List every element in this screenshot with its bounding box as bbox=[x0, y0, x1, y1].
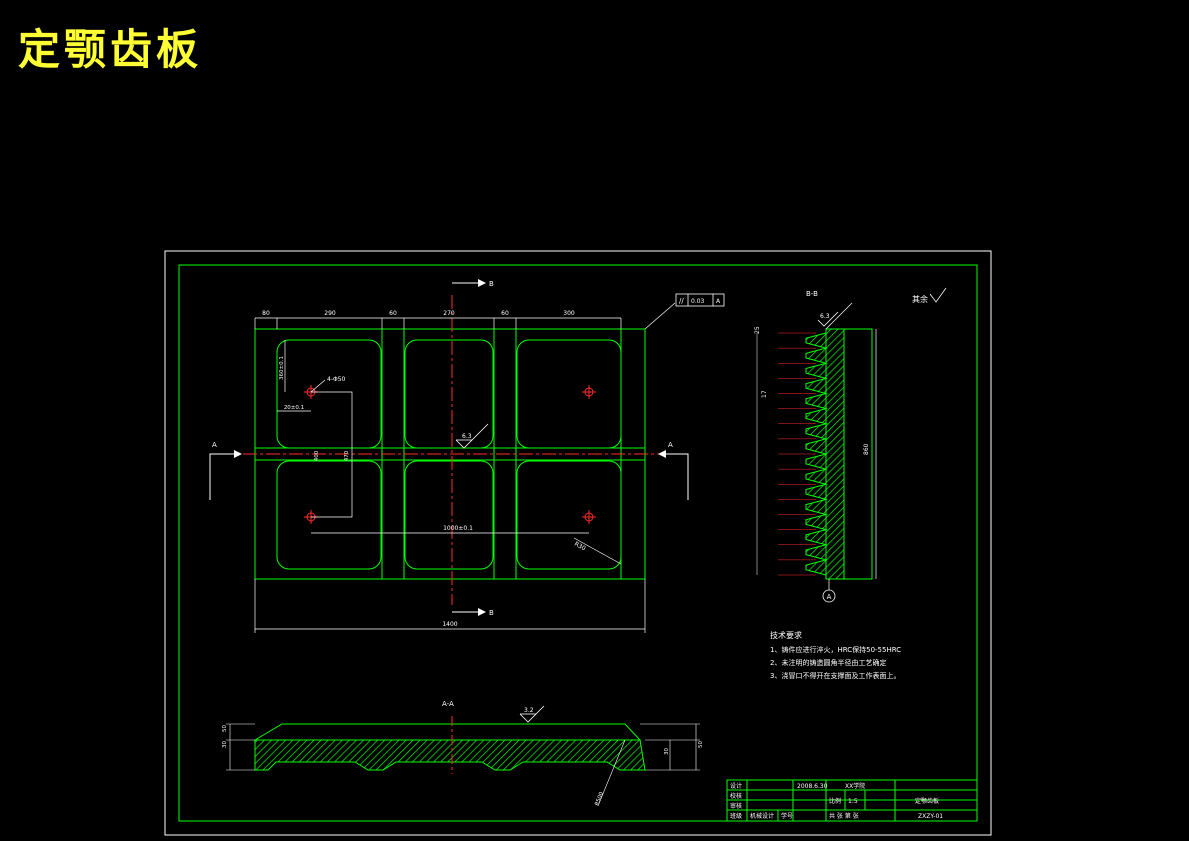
dim-overall-width: 1400 bbox=[442, 621, 457, 628]
section-aa-radius: R500 bbox=[594, 791, 605, 807]
section-aa-label: A-A bbox=[442, 700, 454, 708]
page-title: 定颚齿板 bbox=[18, 25, 203, 74]
mounting-hole bbox=[582, 510, 596, 524]
section-mark-a-right: A bbox=[668, 441, 673, 449]
section-aa-top-plate bbox=[253, 723, 642, 741]
pocket bbox=[276, 339, 382, 449]
mounting-hole bbox=[582, 385, 596, 399]
plan-view: 80 290 60 270 60 300 1400 B B A A 1000±0… bbox=[209, 279, 725, 633]
sheet-border-outer bbox=[164, 250, 992, 836]
tb-scale-label: 比例 bbox=[829, 797, 841, 805]
section-bb-body bbox=[825, 328, 845, 580]
tb-school: XX学院 bbox=[845, 782, 865, 790]
tb-class-value: 机械设计 bbox=[750, 812, 774, 820]
dim-vertical-2: 20±0.1 bbox=[284, 405, 304, 411]
tolerance-symbol: // bbox=[679, 297, 684, 305]
section-bb-datum: A bbox=[827, 593, 832, 601]
radius-label: R30 bbox=[573, 541, 587, 553]
dim-top: 60 bbox=[501, 310, 509, 317]
tb-date: 2008.6.30 bbox=[797, 783, 828, 790]
pocket bbox=[516, 339, 622, 449]
dim-vertical-3: 470 bbox=[344, 450, 350, 461]
section-aa-dim: 30 bbox=[222, 741, 228, 748]
tolerance-value: 0.03 bbox=[691, 298, 705, 305]
tech-heading: 技术要求 bbox=[770, 630, 802, 640]
tb-class: 班级 bbox=[730, 812, 742, 820]
section-bb-label: B-B bbox=[806, 290, 818, 298]
dim-top: 300 bbox=[563, 310, 575, 317]
pocket bbox=[404, 339, 494, 449]
section-bb: B-B 860 17 25 6.3 A 其余 bbox=[754, 287, 947, 603]
dim-vertical-1: 360±0.1 bbox=[279, 356, 285, 380]
dim-top: 80 bbox=[262, 310, 270, 317]
section-bb-height: 860 bbox=[863, 443, 870, 455]
tolerance-datum: A bbox=[716, 298, 721, 305]
section-aa: A-A 3.2 50 30 30 50 R500 bbox=[222, 700, 704, 807]
rest-roughness-symbol bbox=[929, 287, 947, 303]
tb-review: 审核 bbox=[730, 802, 742, 810]
title-block: 设计 校核 审核 班级 机械设计 学号 2008.6.30 XX学院 比例 1:… bbox=[726, 779, 978, 822]
section-aa-body bbox=[254, 739, 646, 771]
tb-drawing-no: ZXZY-01 bbox=[918, 813, 943, 820]
tech-requirements: 技术要求 1、铸件应进行淬火，HRC保持50-55HRC 2、未注明的铸造圆角半… bbox=[770, 630, 901, 680]
dim-vertical-4: 400 bbox=[314, 450, 320, 461]
pocket bbox=[404, 460, 494, 570]
section-bb-roughness: 6.3 bbox=[820, 313, 830, 320]
dim-hole-spacing: 1000±0.1 bbox=[443, 525, 473, 532]
section-mark-b-top: B bbox=[489, 280, 494, 288]
tech-item: 1、铸件应进行淬火，HRC保持50-55HRC bbox=[770, 645, 901, 654]
section-bb-top-dim: 25 bbox=[754, 326, 761, 334]
pocket bbox=[516, 460, 622, 570]
sheet-border-inner bbox=[178, 264, 978, 822]
tb-check: 校核 bbox=[730, 792, 742, 800]
section-bb-back bbox=[843, 328, 873, 580]
tb-design: 设计 bbox=[730, 782, 742, 790]
section-aa-dim: 30 bbox=[664, 748, 670, 755]
tb-scale: 1:5 bbox=[848, 798, 858, 805]
tech-item: 3、浇冒口不得开在支撑面及工作表面上。 bbox=[770, 671, 900, 680]
tb-part-name: 定颚齿板 bbox=[915, 797, 939, 805]
roughness-plan: 6.3 bbox=[462, 433, 472, 440]
section-aa-roughness: 3.2 bbox=[524, 707, 534, 714]
dim-top: 270 bbox=[443, 310, 455, 317]
section-mark-a-left: A bbox=[212, 441, 217, 449]
section-bb-teeth bbox=[778, 332, 828, 576]
dim-top: 290 bbox=[324, 310, 336, 317]
section-aa-dim: 50 bbox=[698, 741, 704, 748]
hole-callout: 4-Φ50 bbox=[327, 376, 346, 383]
tooth-profile bbox=[805, 332, 828, 576]
datum-circle bbox=[822, 589, 836, 603]
section-mark-b-bottom: B bbox=[489, 609, 494, 617]
section-aa-dim: 50 bbox=[222, 725, 228, 732]
tb-sheet: 共 张 第 张 bbox=[829, 812, 859, 820]
dim-top: 60 bbox=[389, 310, 397, 317]
tech-item: 2、未注明的铸造圆角半径由工艺确定 bbox=[770, 658, 886, 667]
tolerance-frame bbox=[675, 293, 725, 307]
pocket bbox=[276, 460, 382, 570]
rest-roughness-label: 其余 bbox=[912, 294, 928, 304]
section-bb-pitch: 17 bbox=[761, 390, 768, 398]
tb-student-no: 学号 bbox=[781, 812, 793, 820]
